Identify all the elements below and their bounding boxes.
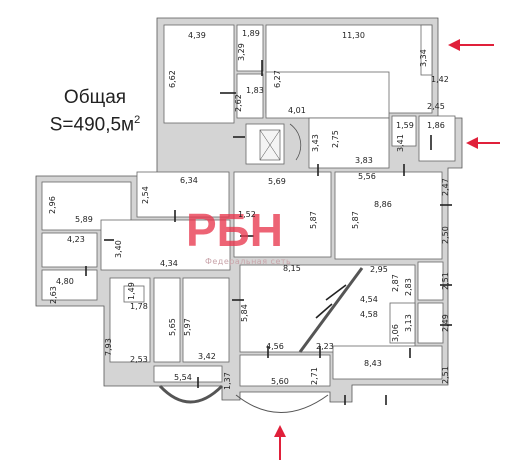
area-label: 6,27	[273, 70, 282, 88]
area-label: 4,54	[360, 295, 378, 304]
door-marks	[85, 60, 452, 405]
bay-window	[158, 384, 224, 404]
area-label: 6,62	[168, 70, 177, 88]
room-areas: 4,39 1,89 11,30 1,42 1,83 4,01 2,45 1,59…	[56, 29, 449, 386]
area-label: 4,80	[56, 277, 74, 286]
area-label: 1,37	[223, 372, 232, 390]
area-label: 1,52	[238, 210, 256, 219]
area-label: 5,84	[240, 304, 249, 322]
area-label: 2,87	[391, 274, 400, 292]
entrance-arrow-right-icon	[466, 137, 500, 149]
rooms-fill	[41, 24, 456, 387]
area-label: 8,15	[283, 264, 301, 273]
stair-core	[259, 123, 302, 161]
area-label: 5,97	[183, 318, 192, 336]
watermark-logo: РБН	[186, 204, 283, 256]
area-label: 2,63	[49, 286, 58, 304]
total-area-label: Общая S=490,5м2	[30, 86, 160, 136]
area-unit-sup: 2	[134, 114, 141, 126]
area-label: 3,29	[237, 43, 246, 61]
area-label: 4,34	[160, 259, 178, 268]
area-label: 2,54	[141, 186, 150, 204]
area-label: 1,78	[130, 302, 148, 311]
area-label: 3,13	[404, 314, 413, 332]
area-label: 4,23	[67, 235, 85, 244]
area-label: 3,34	[419, 49, 428, 67]
area-label: 2,62	[234, 94, 243, 112]
area-label: 2,53	[130, 355, 148, 364]
area-label: 1,86	[427, 121, 445, 130]
area-label: 5,89	[75, 215, 93, 224]
entrance-arrow-top-right-icon	[448, 39, 494, 51]
area-label: 5,69	[268, 177, 286, 186]
watermark-subtitle: Федеральная сеть	[205, 257, 291, 266]
diagonal-partition	[298, 267, 364, 353]
area-label: 8,86	[374, 200, 392, 209]
area-label: 2,71	[310, 367, 319, 385]
area-label: 5,87	[351, 211, 360, 229]
area-label: 4,39	[188, 31, 206, 40]
area-label: 4,58	[360, 310, 378, 319]
area-label: 2,47	[441, 178, 450, 196]
area-label: 5,87	[309, 211, 318, 229]
area-label: 2,95	[370, 265, 388, 274]
area-label: 1,89	[242, 29, 260, 38]
area-label: 3,41	[396, 134, 405, 152]
room-areas-vertical: 6,62 3,29 6,27 2,62 3,34 3,43 2,75 3,41 …	[48, 43, 450, 390]
area-label: 4,01	[288, 106, 306, 115]
area-label: 8,43	[364, 359, 382, 368]
watermark: РБН Федеральная сеть	[186, 204, 291, 266]
area-label: 2,83	[404, 278, 413, 296]
area-label: 1,83	[246, 86, 264, 95]
area-label: 6,34	[180, 176, 198, 185]
entrance-arrow-bottom-icon	[274, 425, 286, 460]
area-label: 7,93	[104, 338, 113, 356]
area-label: 2,51	[441, 366, 450, 384]
area-label: 5,60	[271, 377, 289, 386]
area-label: 4,56	[266, 342, 284, 351]
area-label: 5,65	[168, 318, 177, 336]
area-label: 5,54	[174, 373, 192, 382]
area-label: 1,49	[127, 282, 136, 300]
area-label: 2,45	[427, 102, 445, 111]
area-label: 1,59	[396, 121, 414, 130]
area-label: 2,96	[48, 196, 57, 214]
area-label: 3,83	[355, 156, 373, 165]
area-value-text: S=490,5м	[49, 114, 135, 136]
area-label: 2,50	[441, 226, 450, 244]
area-label: 1,42	[431, 75, 449, 84]
area-label: 5,56	[358, 172, 376, 181]
area-label: 2,75	[331, 130, 340, 148]
area-label: 3,40	[114, 240, 123, 258]
entrance-arc	[235, 394, 329, 413]
area-label: 11,30	[342, 31, 365, 40]
area-label: 3,06	[391, 324, 400, 342]
area-title: Общая	[63, 87, 127, 108]
area-label: 2,23	[316, 342, 334, 351]
area-label: 2,49	[441, 314, 450, 332]
area-label: 3,43	[311, 134, 320, 152]
area-label: 2,51	[441, 272, 450, 290]
area-value: S=490,5м2	[30, 109, 160, 136]
area-label: 3,42	[198, 352, 216, 361]
